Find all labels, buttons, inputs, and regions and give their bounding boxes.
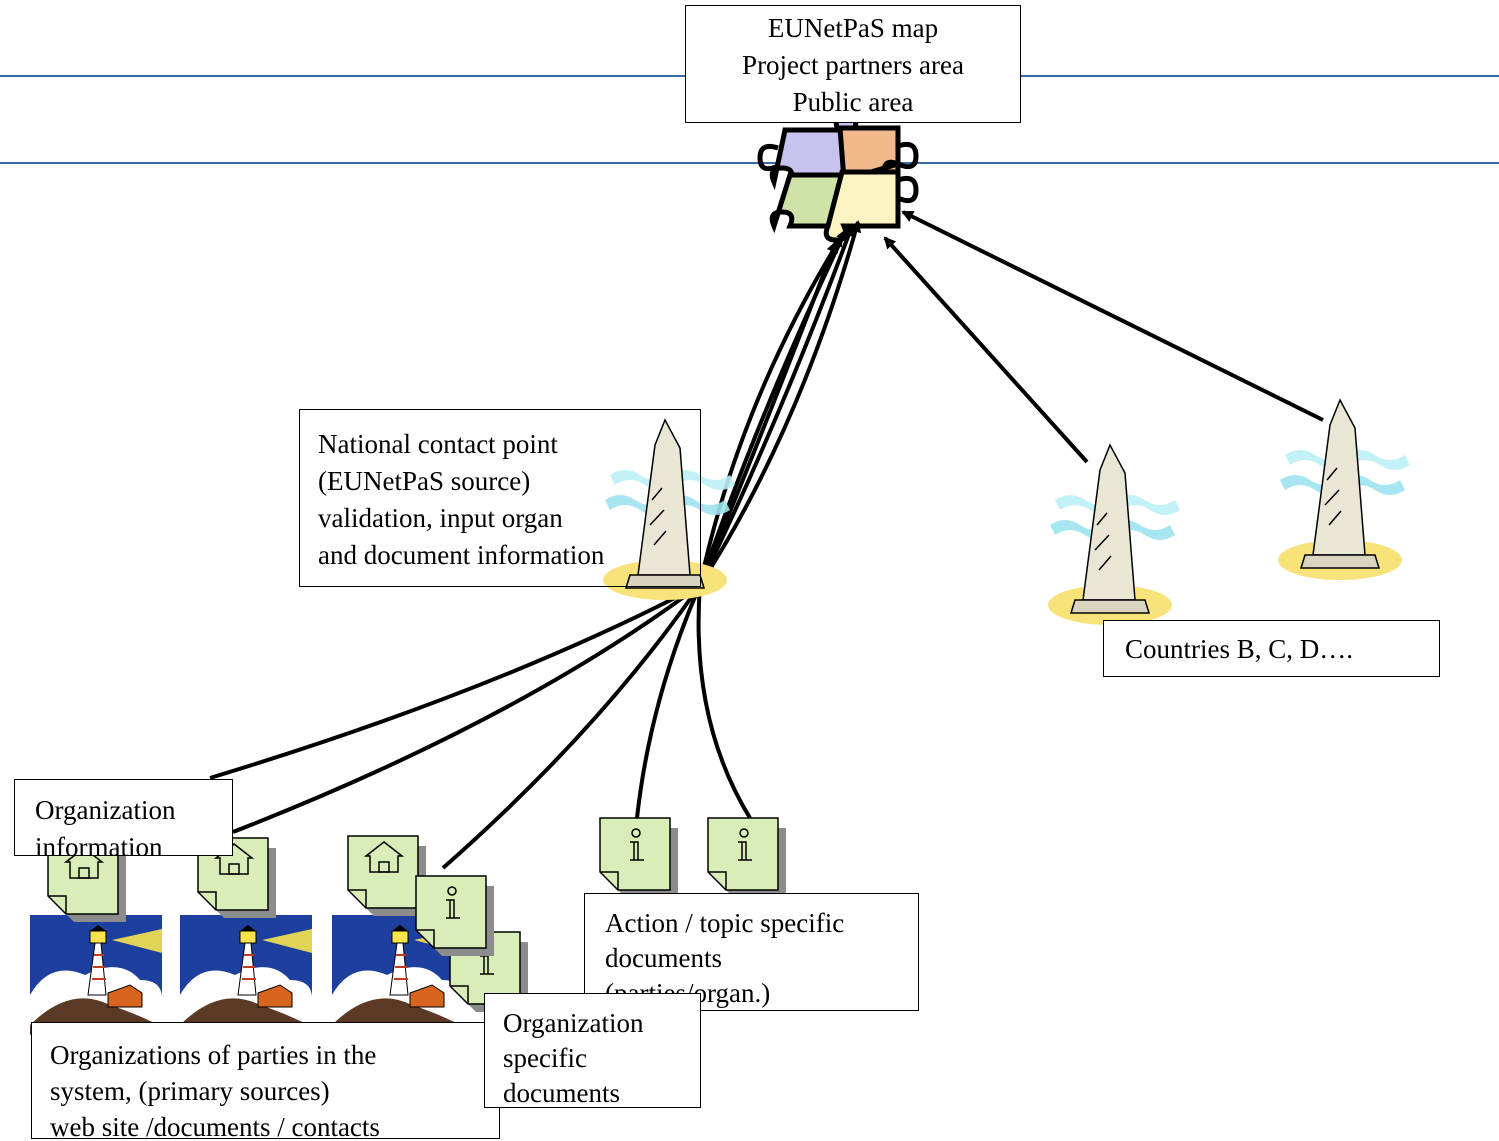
arrow-national-4 (698, 234, 844, 586)
header-title: EUNetPaS map (767, 13, 939, 43)
monument-icon (1277, 399, 1411, 581)
org-info-line-1: Organization (35, 795, 176, 825)
lighthouse-icon (179, 914, 313, 1036)
national-contact-line-2: (EUNetPaS source) (318, 466, 531, 496)
org-specific-box: Organization specific documents (484, 993, 701, 1108)
national-contact-line-1: National contact point (318, 429, 558, 459)
orgs-parties-line-2: system, (primary sources) (50, 1076, 330, 1106)
orgs-parties-line-1: Organizations of parties in the (50, 1040, 377, 1070)
info-document-icon (599, 817, 679, 899)
puzzle-icon (757, 113, 919, 243)
arrow-national-2 (698, 224, 855, 586)
org-info-box: Organization information (14, 779, 233, 856)
national-contact-line-3: validation, input organ (318, 503, 563, 533)
national-contact-line-4: and document information (318, 540, 605, 570)
curve-action-docs-2 (696, 584, 752, 820)
lighthouse-icon (29, 914, 163, 1036)
org-specific-line-3: documents (503, 1078, 620, 1108)
action-docs-box: Action / topic specific documents (parti… (584, 893, 919, 1011)
connector-lines (209, 583, 752, 870)
arrow-national-1 (698, 220, 862, 587)
org-specific-line-2: specific (503, 1043, 587, 1073)
curve-org-specific (441, 583, 702, 870)
countries-box: Countries B, C, D…. (1103, 620, 1440, 677)
action-docs-line-2: documents (605, 943, 722, 973)
org-specific-line-1: Organization (503, 1008, 644, 1038)
curve-action-docs-1 (635, 584, 702, 819)
arrows-to-puzzle (698, 210, 1324, 587)
countries-label: Countries B, C, D…. (1125, 634, 1354, 664)
national-contact-box: National contact point (EUNetPaS source)… (299, 409, 701, 587)
arrow-national-5 (698, 240, 839, 586)
header-public-area: Public area (792, 87, 914, 117)
curve-org-info-2 (232, 583, 702, 834)
header-subtitle: Project partners area (742, 50, 964, 80)
orgs-parties-box: Organizations of parties in the system, … (31, 1022, 500, 1139)
arrow-country-1 (883, 236, 1089, 464)
orgs-parties-line-3: web site /documents / contacts (50, 1112, 380, 1139)
monument-icon (1047, 444, 1181, 626)
info-document-icon (707, 817, 787, 899)
house-document-icon (347, 835, 427, 917)
arrow-country-2 (901, 210, 1324, 422)
curve-org-info-1 (209, 583, 701, 780)
org-info-line-2: information (35, 832, 163, 856)
action-docs-line-1: Action / topic specific (605, 908, 845, 938)
header-box: EUNetPaS map Project partners area Publi… (685, 5, 1021, 123)
